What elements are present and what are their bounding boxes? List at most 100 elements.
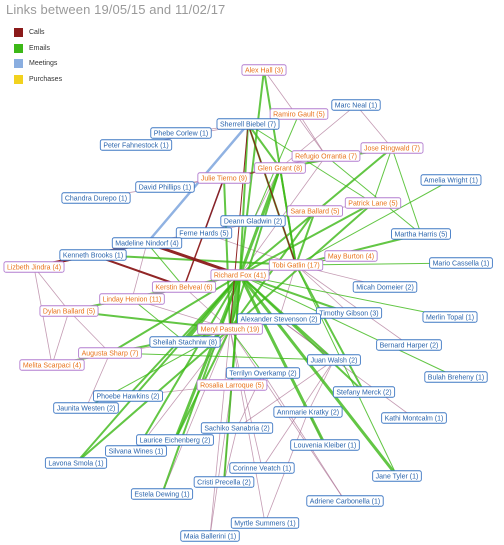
node-bernard[interactable]: Bernard Harper (2) bbox=[376, 339, 442, 351]
node-dylan[interactable]: Dylan Ballard (5) bbox=[39, 305, 99, 317]
node-label: Kerstin Belveal (6) bbox=[155, 285, 212, 292]
node-lavona[interactable]: Lavona Smola (1) bbox=[44, 457, 108, 469]
node-phoebe[interactable]: Phoebe Hawkins (2) bbox=[93, 390, 163, 402]
node-kerstin[interactable]: Kerstin Belveal (6) bbox=[151, 281, 217, 293]
link-minor-dylan-augusta bbox=[68, 310, 111, 354]
node-label: Lavona Smola (1) bbox=[48, 461, 103, 468]
node-box bbox=[39, 305, 99, 317]
link-emails-richard-sherrell bbox=[239, 123, 249, 276]
node-jose[interactable]: Jose Ringwald (7) bbox=[360, 142, 424, 154]
node-box bbox=[391, 228, 451, 240]
legend-item-purchases[interactable]: Purchases bbox=[14, 73, 62, 86]
node-label: Louvenia Kleiber (1) bbox=[294, 443, 357, 450]
node-estela[interactable]: Estela Dewing (1) bbox=[130, 488, 194, 500]
node-louvenia[interactable]: Louvenia Kleiber (1) bbox=[290, 439, 360, 451]
node-juan[interactable]: Juan Walsh (2) bbox=[307, 354, 361, 366]
link-emails-meryl-julie bbox=[223, 177, 231, 330]
node-melita[interactable]: Melita Scarpaci (4) bbox=[19, 359, 85, 371]
node-cristi[interactable]: Cristi Precella (2) bbox=[193, 476, 255, 488]
node-sheilah[interactable]: Sheilah Stachniw (8) bbox=[149, 336, 221, 348]
node-label: May Burton (4) bbox=[328, 254, 374, 261]
node-box bbox=[225, 367, 301, 379]
node-patrick[interactable]: Patrick Lane (5) bbox=[344, 197, 402, 209]
node-peter[interactable]: Peter Fahnestock (1) bbox=[99, 139, 173, 151]
node-julie[interactable]: Julie Tierno (9) bbox=[197, 172, 251, 184]
node-label: Mario Cassella (1) bbox=[433, 261, 490, 268]
legend-item-meetings[interactable]: Meetings bbox=[14, 57, 62, 70]
node-maia[interactable]: Maia Ballerini (1) bbox=[180, 530, 240, 542]
node-box bbox=[344, 197, 402, 209]
node-laurice[interactable]: Laurice Eichenberg (2) bbox=[136, 434, 214, 446]
legend-item-emails[interactable]: Emails bbox=[14, 42, 62, 55]
node-sherrell[interactable]: Sherrell Biebel (7) bbox=[216, 118, 280, 130]
node-box bbox=[200, 422, 274, 434]
node-augusta[interactable]: Augusta Sharp (7) bbox=[78, 347, 142, 359]
node-label: Peter Fahnestock (1) bbox=[103, 143, 168, 150]
node-tobi[interactable]: Tobi Gatlin (17) bbox=[268, 259, 324, 271]
node-amelia[interactable]: Amelia Wright (1) bbox=[420, 174, 482, 186]
node-merlin[interactable]: Merlin Topal (1) bbox=[422, 311, 478, 323]
node-jane[interactable]: Jane Tyler (1) bbox=[372, 470, 422, 482]
node-kathi[interactable]: Kathi Montcalm (1) bbox=[381, 412, 447, 424]
link-emails-glen-tobi bbox=[279, 167, 297, 266]
node-box bbox=[99, 139, 173, 151]
node-box bbox=[241, 64, 287, 76]
node-phebe[interactable]: Phebe Corlew (1) bbox=[150, 127, 212, 139]
node-sara[interactable]: Sara Ballard (5) bbox=[287, 205, 343, 217]
node-stefany[interactable]: Stefany Merck (2) bbox=[332, 386, 396, 398]
node-may[interactable]: May Burton (4) bbox=[324, 250, 378, 262]
node-rosalia[interactable]: Rosalia Larroque (5) bbox=[196, 379, 268, 391]
node-box bbox=[424, 371, 488, 383]
node-box bbox=[78, 347, 142, 359]
node-silvana[interactable]: Silvana Wines (1) bbox=[105, 445, 167, 457]
node-bulah[interactable]: Bulah Breheny (1) bbox=[424, 371, 488, 383]
node-marcneal[interactable]: Marc Neal (1) bbox=[331, 99, 381, 111]
node-label: Richard Fox (41) bbox=[214, 273, 266, 280]
link-minor-juan-sachiko bbox=[236, 359, 335, 429]
node-sachiko[interactable]: Sachiko Sanabria (2) bbox=[200, 422, 274, 434]
node-linday[interactable]: Linday Henion (11) bbox=[99, 293, 165, 305]
node-annmarie[interactable]: Annmarie Kratky (2) bbox=[273, 406, 343, 418]
link-minor-tobi-timothy bbox=[295, 264, 350, 314]
node-richard[interactable]: Richard Fox (41) bbox=[210, 269, 270, 281]
node-label: Jaunita Westen (2) bbox=[57, 406, 116, 413]
node-martha[interactable]: Martha Harris (5) bbox=[391, 228, 451, 240]
node-ramiro[interactable]: Ramiro Gault (5) bbox=[269, 108, 329, 120]
node-ferne[interactable]: Ferne Hards (5) bbox=[175, 227, 233, 239]
node-box bbox=[111, 237, 183, 249]
node-lizbeth[interactable]: Lizbeth Jindra (4) bbox=[3, 261, 65, 273]
legend-item-calls[interactable]: Calls bbox=[14, 26, 62, 39]
node-jaunita[interactable]: Jaunita Westen (2) bbox=[53, 402, 119, 414]
node-adriene[interactable]: Adriene Carbonella (1) bbox=[306, 495, 384, 507]
node-label: Kenneth Brooks (1) bbox=[63, 253, 123, 260]
node-label: Jane Tyler (1) bbox=[376, 474, 419, 481]
node-micah[interactable]: Micah Domeier (2) bbox=[352, 281, 418, 293]
node-box bbox=[324, 250, 378, 262]
node-chandra[interactable]: Chandra Durepo (1) bbox=[61, 192, 131, 204]
node-deann[interactable]: Deann Gladwin (2) bbox=[220, 215, 286, 227]
node-label: Alex Hall (3) bbox=[245, 68, 283, 75]
node-corinne[interactable]: Corinne Veatch (1) bbox=[229, 462, 295, 474]
node-label: Sherrell Biebel (7) bbox=[220, 122, 276, 129]
node-meryl[interactable]: Meryl Pastuch (19) bbox=[197, 323, 263, 335]
node-david[interactable]: David Phillips (1) bbox=[135, 181, 195, 193]
node-label: Juan Walsh (2) bbox=[311, 358, 358, 365]
node-box bbox=[210, 269, 270, 281]
node-terrilyn[interactable]: Terrilyn Overkamp (2) bbox=[225, 367, 301, 379]
node-kenneth[interactable]: Kenneth Brooks (1) bbox=[59, 249, 127, 261]
node-mario[interactable]: Mario Cassella (1) bbox=[429, 257, 493, 269]
link-emails-tobi-stefany bbox=[295, 264, 365, 393]
node-alex[interactable]: Alex Hall (3) bbox=[241, 64, 287, 76]
node-box bbox=[3, 261, 65, 273]
node-myrtle[interactable]: Myrtle Summers (1) bbox=[230, 517, 300, 529]
node-refugio[interactable]: Refugio Orrantia (7) bbox=[291, 150, 361, 162]
node-madeline[interactable]: Madeline Nindorf (4) bbox=[111, 237, 183, 249]
node-timothy[interactable]: Timothy Gibson (3) bbox=[315, 307, 383, 319]
node-box bbox=[130, 488, 194, 500]
node-label: Micah Domeier (2) bbox=[356, 285, 414, 292]
node-alexander[interactable]: Alexander Stevenson (2) bbox=[237, 313, 321, 325]
node-label: Jose Ringwald (7) bbox=[364, 146, 420, 153]
node-label: Merlin Topal (1) bbox=[426, 315, 474, 322]
node-glen[interactable]: Glen Grant (8) bbox=[254, 162, 306, 174]
